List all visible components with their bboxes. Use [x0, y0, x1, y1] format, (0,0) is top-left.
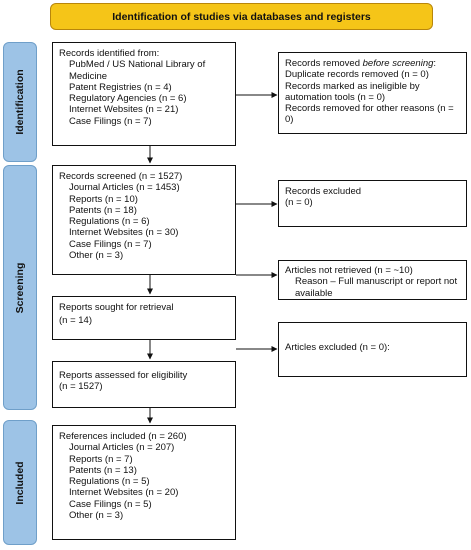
included-item: Journal Articles (n = 207) [69, 442, 175, 454]
records-removed-item: Records marked as ineligible by automati… [285, 80, 420, 103]
records-removed-title: Records removed before screening: [285, 58, 437, 69]
included-item: Other (n = 3) [69, 510, 124, 522]
records-screened-box: Records screened (n = 1527) Journal Arti… [52, 165, 236, 275]
records-excluded-box: Records excluded (n = 0) [278, 180, 467, 227]
records-screened-item: Other (n = 3) [69, 250, 124, 262]
articles-excluded-title: Articles excluded (n = 0): [285, 342, 390, 353]
records-screened-title: Records screened (n = 1527) [59, 171, 183, 182]
sought-retrieval-box: Reports sought for retrieval (n = 14) [52, 296, 236, 340]
included-item: Case Filings (n = 5) [69, 498, 152, 510]
records-identified-item: Case Filings (n = 7) [69, 115, 152, 127]
assessed-title: Reports assessed for eligibility [59, 370, 188, 381]
records-screened-item: Patents (n = 18) [69, 204, 137, 216]
records-identified-title: Records identified from: [59, 48, 160, 59]
records-screened-item: Internet Websites (n = 30) [69, 227, 179, 239]
not-retrieved-box: Articles not retrieved (n = ~10) Reason … [278, 260, 467, 300]
sought-retrieval-title: Reports sought for retrieval [59, 302, 174, 313]
records-screened-item: Journal Articles (n = 1453) [69, 182, 180, 194]
records-screened-item: Reports (n = 10) [69, 193, 138, 205]
header-banner: Identification of studies via databases … [50, 3, 433, 30]
records-screened-item: Regulations (n = 6) [69, 216, 150, 228]
articles-excluded-box: Articles excluded (n = 0): [278, 322, 467, 377]
not-retrieved-reason: Reason – Full manuscript or report not a… [295, 276, 458, 299]
assessed-box: Reports assessed for eligibility (n = 15… [52, 361, 236, 408]
records-removed-box: Records removed before screening: Duplic… [278, 52, 467, 134]
header-title: Identification of studies via databases … [112, 11, 371, 23]
records-identified-item: Regulatory Agencies (n = 6) [69, 93, 187, 105]
included-item: Regulations (n = 5) [69, 476, 150, 488]
phase-included: Included [3, 420, 37, 545]
sought-retrieval-count: (n = 14) [59, 315, 93, 327]
records-removed-item: Duplicate records removed (n = 0) [285, 69, 429, 81]
records-identified-item: PubMed / US National Library of Medicine [69, 59, 206, 82]
included-item: Reports (n = 7) [69, 453, 133, 465]
included-title: References included (n = 260) [59, 431, 187, 442]
records-removed-item: Records removed for other reasons (n = 0… [285, 103, 454, 126]
records-identified-box: Records identified from: PubMed / US Nat… [52, 42, 236, 146]
included-item: Internet Websites (n = 20) [69, 487, 179, 499]
records-identified-item: Patent Registries (n = 4) [69, 81, 172, 93]
phase-screening: Screening [3, 165, 37, 410]
phase-identification: Identification [3, 42, 37, 162]
records-identified-item: Internet Websites (n = 21) [69, 104, 179, 116]
assessed-count: (n = 1527) [59, 381, 103, 393]
records-excluded-title: Records excluded [285, 186, 362, 197]
records-screened-item: Case Filings (n = 7) [69, 238, 152, 250]
records-excluded-count: (n = 0) [285, 197, 313, 209]
included-item: Patents (n = 13) [69, 464, 137, 476]
not-retrieved-title: Articles not retrieved (n = ~10) [285, 265, 413, 276]
included-box: References included (n = 260) Journal Ar… [52, 425, 236, 540]
